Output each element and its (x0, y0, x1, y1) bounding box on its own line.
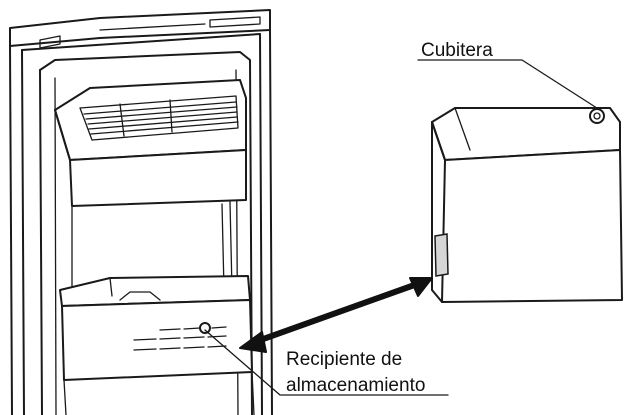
label-ice-maker: Cubitera (417, 40, 601, 111)
storage-bin-installed (59, 275, 255, 415)
label-ice-maker-text: Cubitera (421, 40, 493, 61)
label-storage-bin-line1: Recipiente de (286, 349, 402, 370)
mounting-tab (434, 233, 449, 277)
fit-arrow-icon (239, 277, 433, 353)
bin-locating-hole-icon (199, 322, 211, 334)
label-storage-bin-line2: almacenamiento (286, 375, 425, 396)
label-storage-bin: Recipiente de almacenamiento (204, 329, 449, 396)
vent-grille (79, 95, 239, 141)
ice-maker-unit (431, 107, 623, 303)
ice-maker-hole-icon (589, 108, 605, 124)
ice-maker-housing (54, 79, 247, 291)
